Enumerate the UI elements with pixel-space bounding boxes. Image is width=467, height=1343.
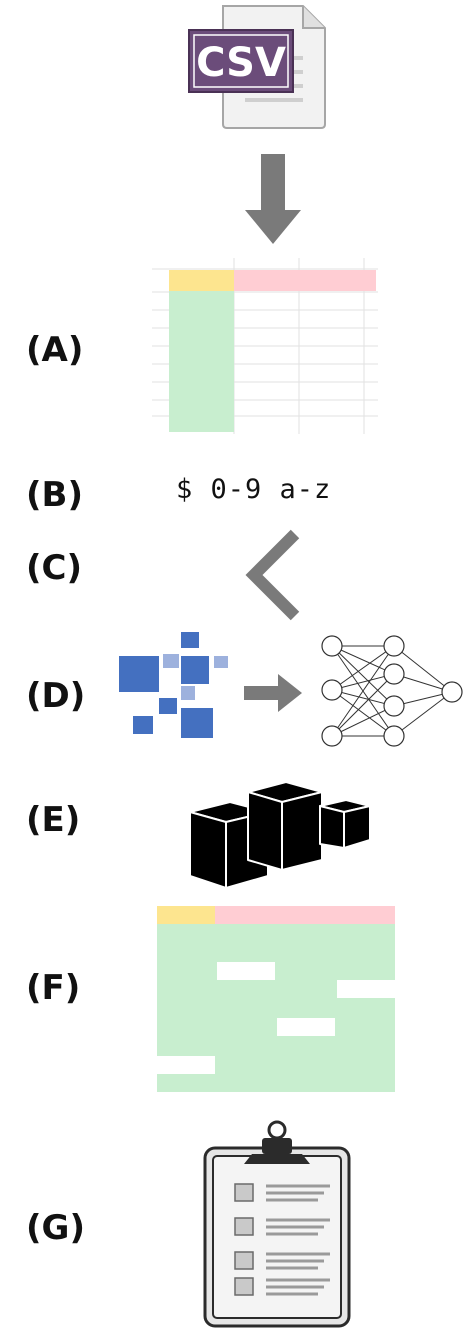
table-missing-cells-icon: [157, 906, 395, 1092]
clipboard-checklist-icon: [203, 1120, 351, 1328]
step-label-c: (C): [26, 548, 83, 588]
right-arrow-icon: [244, 674, 302, 712]
csv-badge-text: CSV: [196, 40, 286, 86]
chevron-left-icon: [245, 529, 300, 621]
step-label-a: (A): [26, 330, 84, 370]
regex-text: $ 0-9 a-z: [176, 474, 332, 505]
neural-network-icon: [321, 635, 463, 747]
down-arrow-icon: [245, 154, 301, 244]
spreadsheet-table-icon: [152, 258, 378, 434]
step-label-b: (B): [26, 475, 83, 515]
step-label-e: (E): [26, 800, 81, 840]
csv-file-icon: CSV: [188, 5, 326, 129]
step-label-f: (F): [26, 968, 81, 1008]
embedding-blocks-icon: [119, 632, 228, 738]
step-label-g: (G): [26, 1208, 85, 1248]
step-label-d: (D): [26, 676, 86, 716]
podium-icon: [189, 781, 371, 889]
